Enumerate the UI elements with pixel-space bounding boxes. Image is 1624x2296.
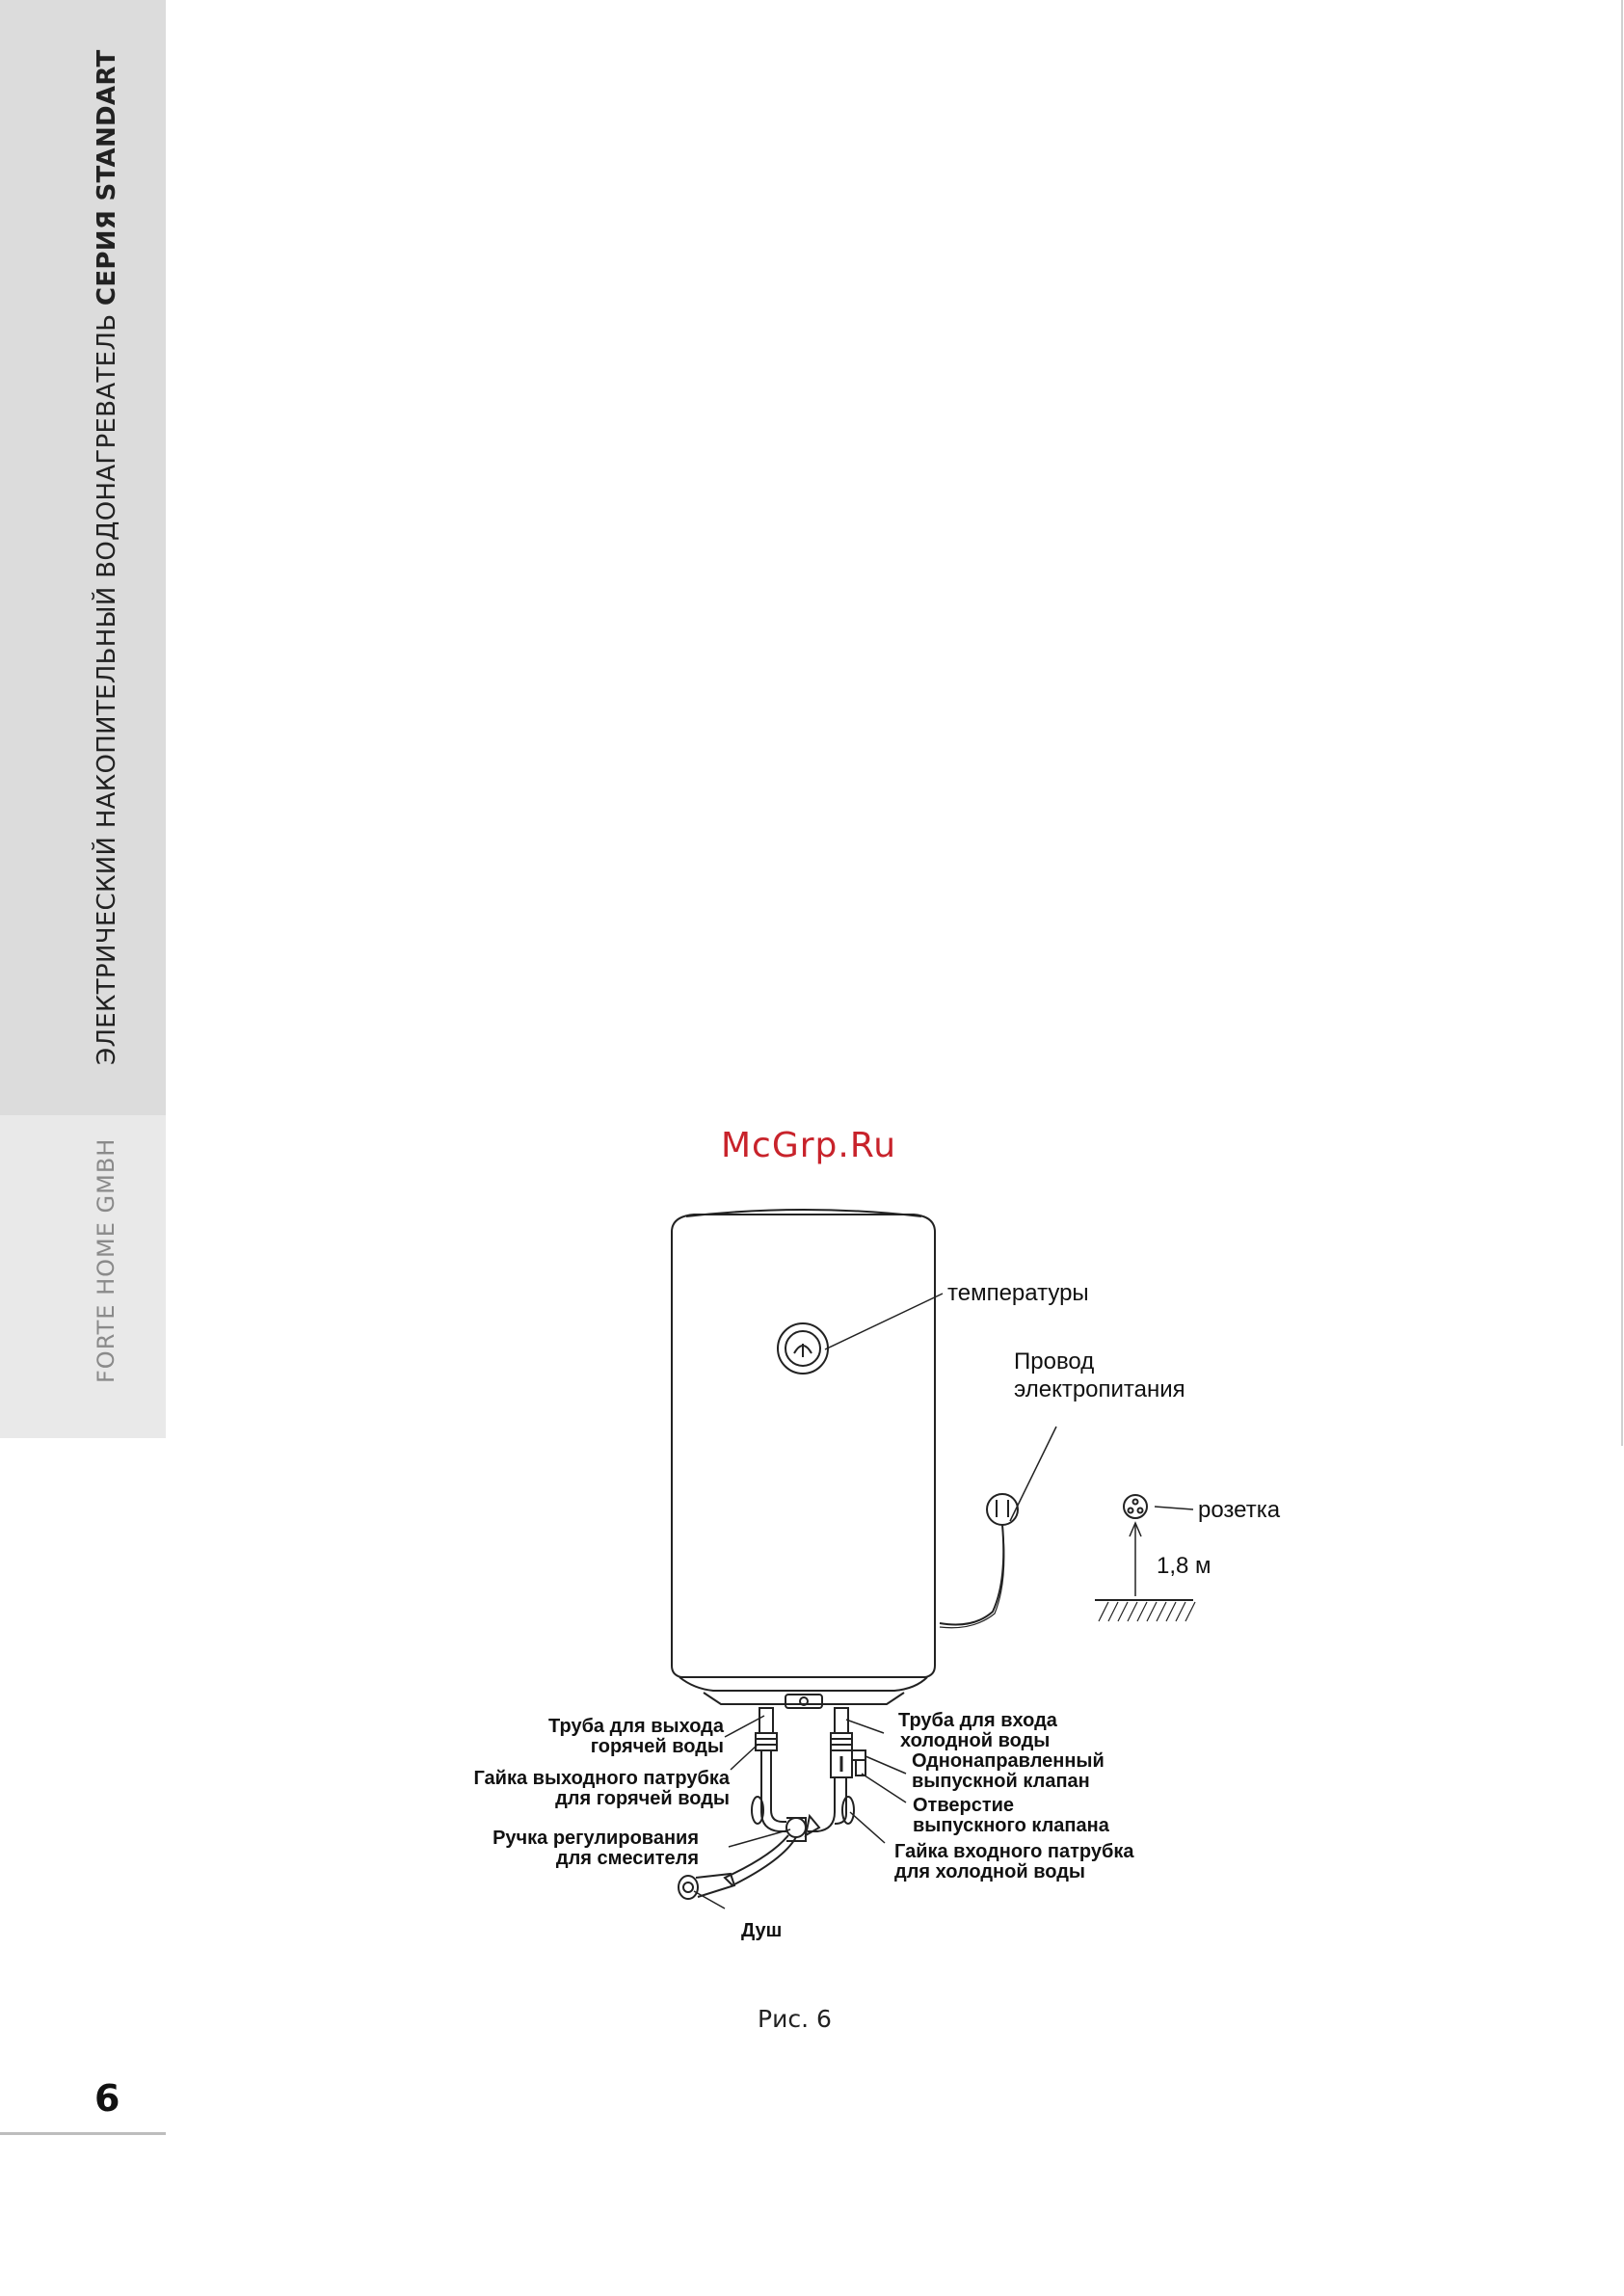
thermometer-icon [777, 1322, 829, 1375]
label-cold-pipe-line2: холодной воды [900, 1730, 1051, 1751]
label-valve-hole-line1: Отверстие [913, 1795, 1015, 1816]
label-power-cable-line2: электропитания [1014, 1376, 1185, 1402]
page-number: 6 [94, 2077, 120, 2120]
heater-tank [671, 1209, 936, 1709]
label-valve-hole-line2: выпускного клапана [913, 1815, 1109, 1836]
label-hot-nut-line2: для горячей воды [555, 1788, 730, 1809]
sidebar-band [0, 0, 166, 1115]
label-hot-pipe-line2: горячей воды [590, 1736, 724, 1757]
socket-icon [1123, 1494, 1148, 1519]
label-cold-nut-line2: для холодной воды [894, 1861, 1085, 1882]
page-edge [1621, 0, 1623, 1446]
label-socket: розетка [1198, 1497, 1281, 1523]
page-number-divider [0, 2132, 166, 2135]
label-power-cable-line1: Провод [1014, 1348, 1095, 1375]
label-mixer-line1: Ручка регулирования [493, 1828, 699, 1849]
label-valve-line1: Однонаправленный [912, 1750, 1105, 1772]
watermark: McGrp.Ru [721, 1126, 897, 1165]
label-hot-pipe-line1: Труба для выхода [548, 1716, 724, 1737]
figure-caption: Рис. 6 [758, 2005, 832, 2033]
label-height: 1,8 м [1157, 1553, 1211, 1579]
label-valve-line2: выпускной клапан [912, 1771, 1090, 1792]
label-cold-pipe-line1: Труба для входа [898, 1710, 1057, 1731]
plumbing [678, 1707, 866, 1900]
label-temperature: температуры [947, 1280, 1089, 1306]
label-mixer-line2: для смесителя [555, 1848, 699, 1869]
label-shower: Душ [741, 1920, 783, 1941]
sidebar-brand-band [0, 1115, 166, 1438]
label-hot-nut-line1: Гайка выходного патрубка [473, 1768, 730, 1789]
label-cold-nut-line1: Гайка входного патрубка [894, 1841, 1134, 1862]
power-plug-icon [986, 1493, 1019, 1526]
